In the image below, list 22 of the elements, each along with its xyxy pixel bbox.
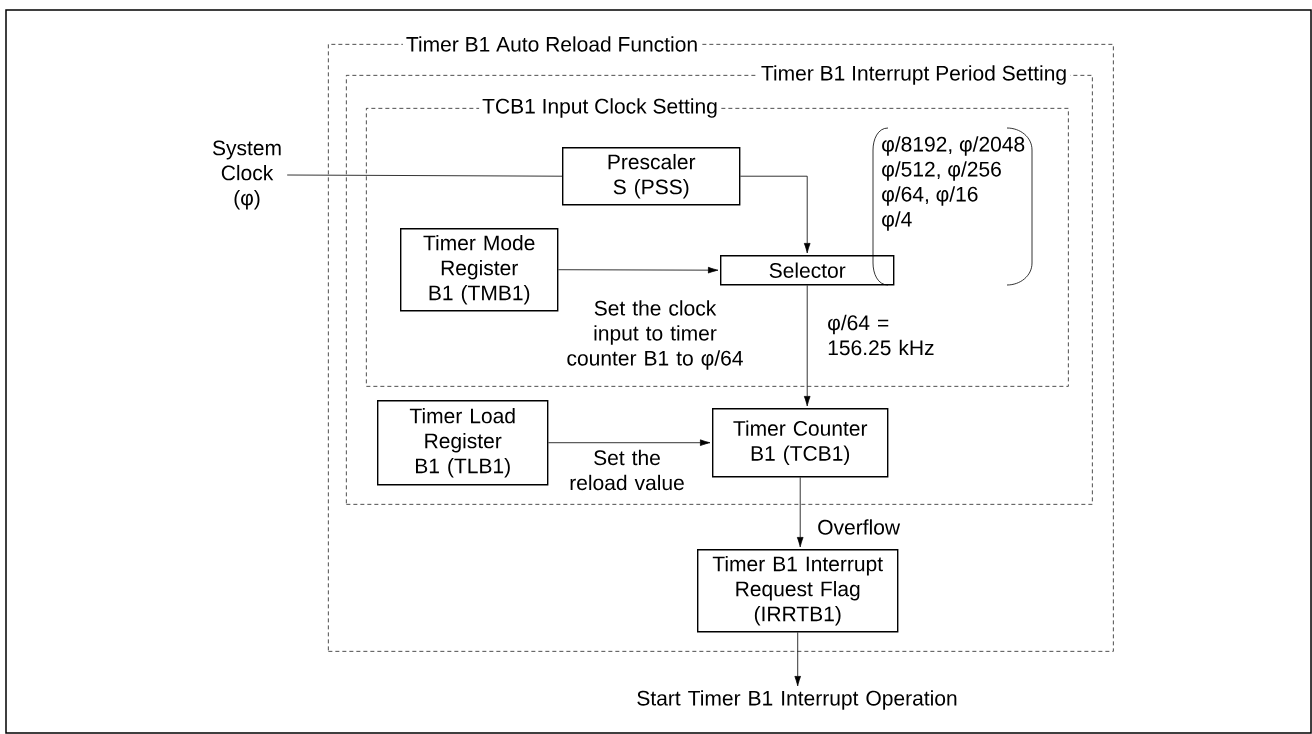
ratio-list-item: φ/8192, φ/2048 xyxy=(882,136,1025,156)
edge-label: Overflow xyxy=(818,519,901,535)
edge-label: Set the reload value xyxy=(570,449,684,491)
register-box: Timer Counter B1 (TCB1) xyxy=(712,408,889,478)
edge-label: φ/64 = 156.25 kHz xyxy=(828,314,934,356)
arrow xyxy=(796,477,804,548)
register-box: Timer B1 Interrupt Request Flag (IRRTB1) xyxy=(697,549,899,633)
arrow xyxy=(803,285,811,407)
arrow xyxy=(794,632,801,687)
register-box: Selector xyxy=(720,255,895,286)
arrow xyxy=(558,266,719,274)
ratio-list-item: φ/512, φ/256 xyxy=(882,161,1001,181)
plain-text: System Clock (φ) xyxy=(212,140,281,210)
ratio-list-item: φ/4 xyxy=(882,211,912,231)
register-box: Prescaler S (PSS) xyxy=(562,147,741,206)
plain-text: Start Timer B1 Interrupt Operation xyxy=(637,690,957,710)
arrow xyxy=(740,175,811,254)
edge-label: Set the clock input to timer counter B1 to φ/64 xyxy=(567,300,743,370)
register-box: Timer Load Register B1 (TLB1) xyxy=(377,400,549,486)
register-box: Timer Mode Register B1 (TMB1) xyxy=(400,228,559,312)
ratio-list-item: φ/64, φ/16 xyxy=(882,186,978,206)
arrow xyxy=(548,439,711,446)
